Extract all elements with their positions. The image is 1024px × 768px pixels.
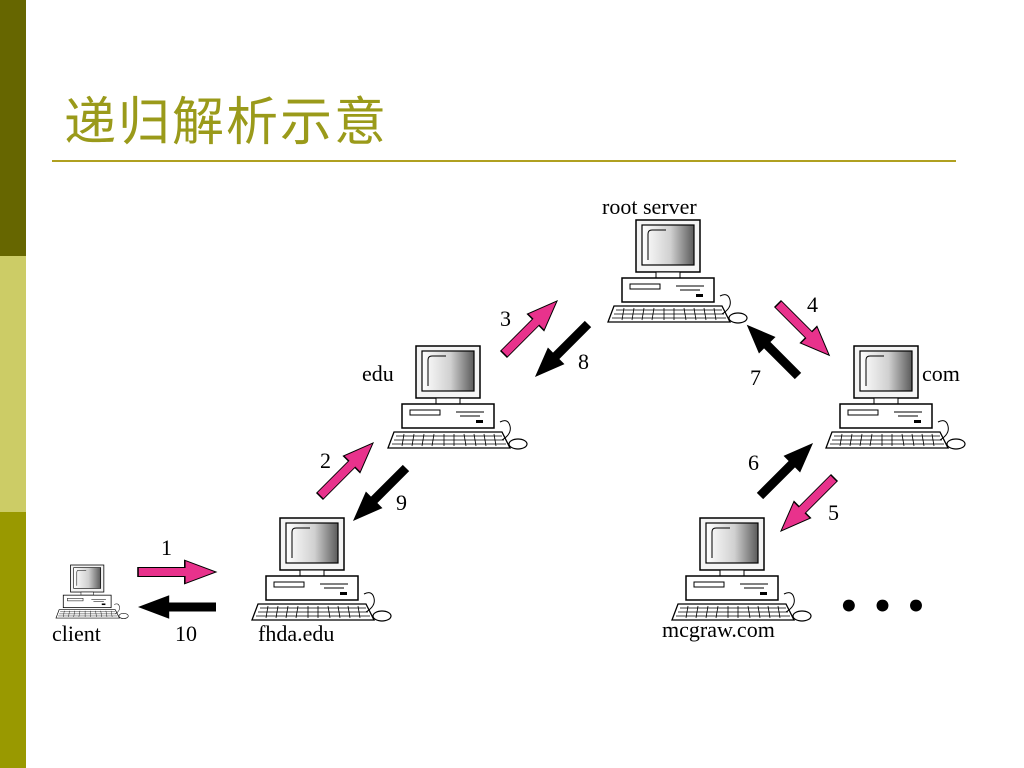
ellipsis-more-servers: • • • <box>838 587 927 627</box>
mcgraw-com-label: mcgraw.com <box>662 617 775 642</box>
sidebar-segment-middle <box>0 256 26 512</box>
sidebar-segment-bottom <box>0 512 26 768</box>
com-label: com <box>922 361 960 386</box>
step-label-5: 5 <box>828 500 839 525</box>
step-label-1: 1 <box>161 535 172 560</box>
client-label: client <box>52 621 101 646</box>
step-label-2: 2 <box>320 448 331 473</box>
slide-sidebar <box>0 0 26 768</box>
edu-label: edu <box>362 361 394 386</box>
edu-server-computer <box>387 345 528 450</box>
step-label-9: 9 <box>396 490 407 515</box>
fhda-server-computer <box>251 517 392 622</box>
step-label-7: 7 <box>750 365 761 390</box>
root-server-label: root server <box>602 194 697 219</box>
sidebar-segment-top <box>0 0 26 256</box>
title-underline <box>52 160 956 162</box>
client-computer <box>55 564 129 619</box>
slide-title: 递归解析示意 <box>64 93 389 153</box>
root-server-computer <box>607 219 748 324</box>
step-label-4: 4 <box>807 292 818 317</box>
step-label-8: 8 <box>578 349 589 374</box>
arrow-step-6 <box>751 434 822 505</box>
step-label-3: 3 <box>500 306 511 331</box>
mcgraw-server-computer <box>671 517 812 622</box>
arrow-step-10 <box>138 595 216 619</box>
fhda-edu-label: fhda.edu <box>258 621 334 646</box>
arrow-step-1 <box>137 559 217 585</box>
step-label-6: 6 <box>748 450 759 475</box>
step-label-10: 10 <box>175 621 197 646</box>
